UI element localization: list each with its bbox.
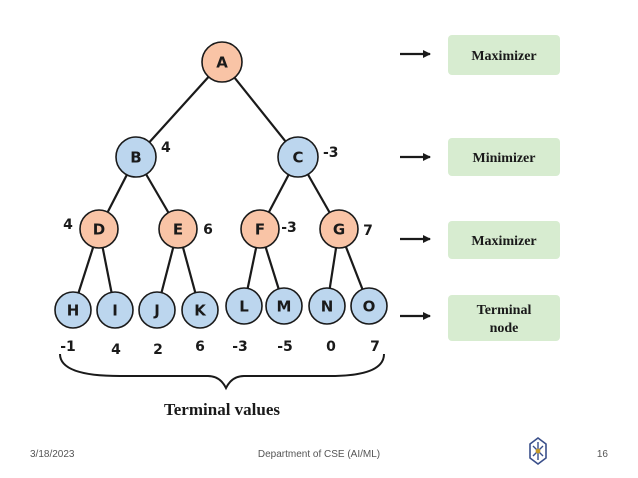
node-label: D	[93, 221, 105, 239]
node-circle	[277, 136, 319, 178]
node-value: 4	[63, 217, 73, 233]
footer-page-number: 16	[596, 449, 608, 460]
node-circle	[201, 41, 243, 83]
node-value: 6	[203, 222, 213, 238]
node-label: J	[153, 302, 160, 320]
node-label: F	[255, 221, 265, 239]
node-value: 2	[153, 342, 163, 358]
node-circle	[350, 287, 388, 325]
edge-a-b	[135, 61, 223, 158]
label-text: node	[490, 321, 519, 336]
node-value: 4	[161, 140, 171, 156]
node-label: G	[333, 221, 345, 239]
label-text: Maximizer	[471, 234, 536, 249]
label-text: Maximizer	[471, 49, 536, 64]
node-label: A	[216, 54, 228, 72]
node-b: B4	[115, 136, 171, 178]
node-l: L -3	[225, 287, 263, 355]
node-circle	[138, 291, 176, 329]
node-label: O	[363, 298, 376, 316]
node-circle	[319, 209, 359, 249]
node-circle	[79, 209, 119, 249]
node-value: -3	[281, 220, 297, 236]
node-d: D4	[63, 209, 119, 249]
node-circle	[54, 291, 92, 329]
level-label-3: Maximizer	[400, 221, 560, 259]
node-circle	[115, 136, 157, 178]
terminal-brace: Terminal values	[59, 353, 385, 419]
level-label-4: Terminal node	[400, 295, 560, 341]
node-label: E	[173, 221, 183, 239]
node-label: C	[292, 149, 303, 167]
node-value: 6	[195, 339, 205, 355]
node-label: H	[67, 302, 80, 320]
node-value: 7	[370, 339, 380, 355]
node-circle	[225, 287, 263, 325]
node-value: 0	[326, 339, 336, 355]
label-box	[448, 221, 560, 259]
node-label: L	[239, 298, 249, 316]
node-j: J2	[138, 291, 176, 358]
label-text: Terminal	[477, 303, 532, 318]
node-i: I4	[96, 291, 134, 358]
label-text: Minimizer	[473, 151, 536, 166]
label-box	[448, 138, 560, 176]
node-label: I	[112, 302, 118, 320]
footer-date: 3/18/2023	[30, 449, 75, 460]
node-circle	[158, 209, 198, 249]
curly-brace	[59, 353, 385, 391]
node-a: A	[201, 41, 243, 83]
level-label-1: Maximizer	[400, 35, 560, 75]
node-value: -1	[60, 339, 76, 355]
node-h: H -1	[54, 291, 92, 355]
node-m: M -5	[265, 287, 303, 355]
node-o: O7	[350, 287, 388, 355]
node-value: -3	[323, 145, 339, 161]
node-value: -3	[232, 339, 248, 355]
node-value: 4	[111, 342, 121, 358]
node-circle	[308, 287, 346, 325]
node-value: 7	[363, 223, 373, 239]
node-circle	[240, 209, 280, 249]
node-circle	[181, 291, 219, 329]
footer-department: Department of CSE (AI/ML)	[257, 449, 381, 460]
node-k: K6	[181, 291, 219, 355]
node-c: C -3	[277, 136, 339, 178]
node-label: B	[130, 149, 141, 167]
level-label-2: Minimizer	[400, 138, 560, 176]
terminal-values-caption: Terminal values	[164, 400, 280, 419]
node-label: K	[194, 302, 207, 320]
node-circle	[265, 287, 303, 325]
tree-edges	[71, 61, 371, 311]
node-f: F -3	[240, 209, 297, 249]
node-label: N	[321, 298, 334, 316]
node-circle	[96, 291, 134, 329]
label-box	[448, 295, 560, 341]
node-n: N0	[308, 287, 346, 355]
institution-logo-icon	[529, 437, 547, 465]
node-value: -5	[277, 339, 293, 355]
label-box	[448, 35, 560, 75]
node-label: M	[277, 298, 292, 316]
